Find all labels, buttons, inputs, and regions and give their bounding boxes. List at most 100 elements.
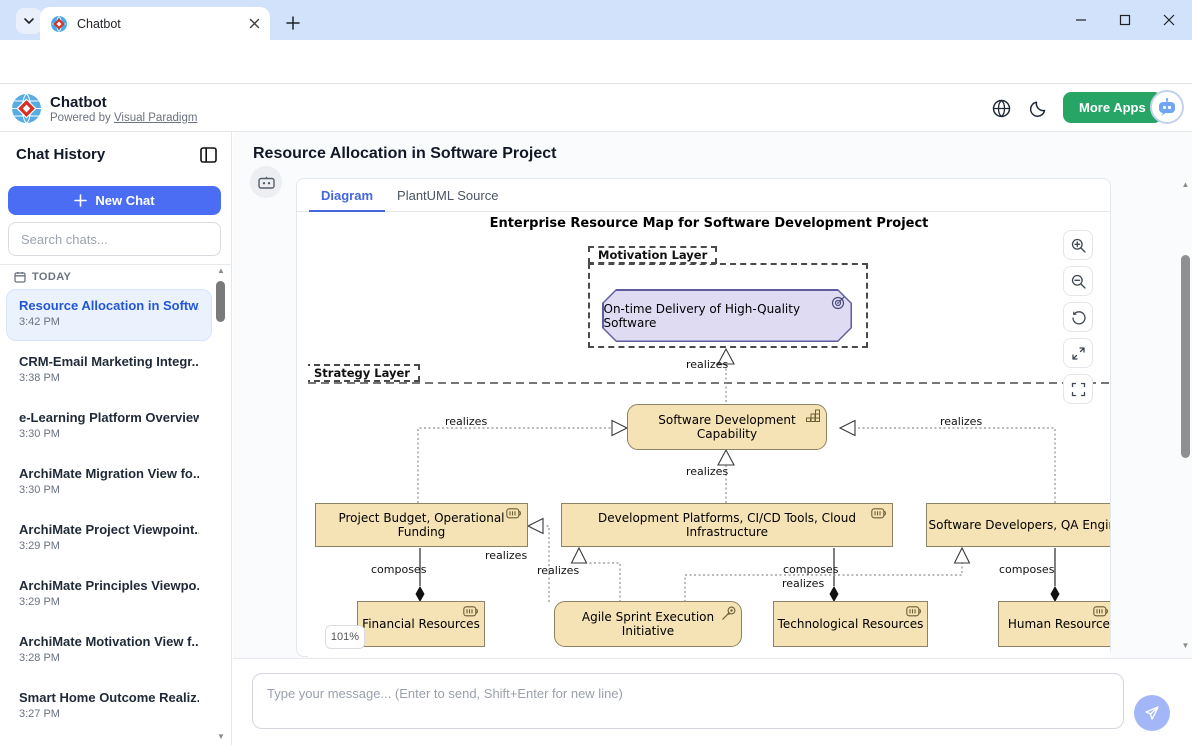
- sidebar: Chat History New Chat TODAY Resource All…: [0, 132, 232, 745]
- chat-item[interactable]: ArchiMate Motivation View f... 3:28 PM: [19, 634, 199, 664]
- sidebar-divider: [0, 264, 232, 265]
- node-human: Human Resources: [998, 601, 1110, 647]
- reset-view-button[interactable]: [1063, 302, 1093, 332]
- edge-label-composes: composes: [371, 563, 427, 576]
- chat-item[interactable]: ArchiMate Project Viewpoint... 3:29 PM: [19, 522, 199, 552]
- minimize-icon: [1076, 19, 1086, 21]
- node-technological: Technological Resources: [773, 601, 928, 647]
- sidebar-scroll-down[interactable]: ▼: [217, 732, 225, 741]
- language-button[interactable]: [990, 97, 1012, 119]
- dark-mode-button[interactable]: [1027, 97, 1049, 119]
- chat-scrollbar-thumb[interactable]: [1181, 255, 1190, 458]
- edge-label-realizes: realizes: [686, 465, 729, 478]
- node-platforms: Development Platforms, CI/CD Tools, Clou…: [561, 503, 893, 547]
- edge-label-composes: composes: [999, 563, 1055, 576]
- window-minimize-button[interactable]: [1058, 0, 1104, 40]
- chat-item[interactable]: e-Learning Platform Overview 3:30 PM: [19, 410, 199, 440]
- edge-label-realizes: realizes: [485, 549, 528, 562]
- edge-label-realizes: realizes: [537, 564, 580, 577]
- resource-icon: [463, 606, 478, 617]
- window-maximize-button[interactable]: [1102, 0, 1148, 40]
- message-card: Diagram PlantUML Source Enterprise Resou…: [296, 178, 1111, 657]
- chat-scrollbar[interactable]: ▲ ▼: [1179, 178, 1192, 656]
- browser-toolbar: ai-toolbox.visual-paradigm.com/app/chatb…: [0, 40, 1192, 118]
- chat-item[interactable]: ArchiMate Migration View fo... 3:30 PM: [19, 466, 199, 496]
- goal-icon: [831, 295, 845, 309]
- node-budget: Project Budget, Operational Funding: [315, 503, 528, 547]
- tab-plantuml-source[interactable]: PlantUML Source: [397, 187, 499, 203]
- edge-label-composes: composes: [783, 563, 839, 576]
- zoom-in-button[interactable]: [1063, 230, 1093, 260]
- diagram-connectors: [308, 347, 1110, 602]
- resource-icon: [1093, 606, 1108, 617]
- reset-icon: [1071, 310, 1086, 324]
- page-title: Resource Allocation in Software Project: [253, 145, 557, 162]
- app-header: Chatbot Powered by Visual Paradigm More …: [0, 84, 1192, 132]
- close-icon: [1163, 14, 1175, 26]
- chat-item[interactable]: ArchiMate Principles Viewpo... 3:29 PM: [19, 578, 199, 608]
- node-goal: On-time Delivery of High-Quality Softwar…: [602, 289, 852, 342]
- chevron-down-icon: [24, 18, 34, 25]
- motivation-layer-label: Motivation Layer: [588, 246, 718, 264]
- more-apps-button[interactable]: More Apps: [1063, 92, 1162, 123]
- edge-label-realizes: realizes: [445, 415, 488, 428]
- browser-titlebar: Chatbot: [0, 0, 1192, 40]
- robot-chat-icon: [1159, 98, 1175, 116]
- tab-search-button[interactable]: [16, 8, 42, 34]
- robot-icon: [257, 176, 275, 189]
- node-capability: Software Development Capability: [627, 404, 827, 450]
- send-icon: [1145, 706, 1159, 720]
- diagram-title: Enterprise Resource Map for Software Dev…: [489, 216, 929, 231]
- fit-to-screen-button[interactable]: [1063, 374, 1093, 404]
- new-chat-button[interactable]: New Chat: [8, 186, 221, 215]
- course-of-action-icon: [722, 606, 736, 620]
- chat-item[interactable]: CRM-Email Marketing Integr... 3:38 PM: [19, 354, 199, 384]
- edge-label-realizes: realizes: [686, 358, 729, 371]
- window-close-button[interactable]: [1146, 0, 1192, 40]
- tab-row: Diagram PlantUML Source: [297, 179, 1110, 212]
- search-chats-input[interactable]: [8, 222, 221, 256]
- resource-icon: [906, 606, 921, 617]
- chat-scroll-down[interactable]: ▼: [1181, 641, 1190, 650]
- expand-icon: [1071, 346, 1085, 360]
- capability-icon: [806, 409, 820, 422]
- powered-by: Powered by Visual Paradigm: [50, 112, 198, 124]
- fit-frame-icon: [1071, 382, 1085, 396]
- favicon-visual-paradigm: [51, 15, 67, 32]
- diagram-viewport: Enterprise Resource Map for Software Dev…: [308, 212, 1110, 657]
- main-area: Resource Allocation in Software Project …: [233, 132, 1192, 745]
- motivation-layer-group: [588, 263, 868, 348]
- visual-paradigm-link[interactable]: Visual Paradigm: [113, 112, 198, 124]
- active-tab-underline: [309, 210, 385, 212]
- panel-toggle-icon: [199, 147, 217, 163]
- node-developers: Software Developers, QA Engine: [926, 503, 1110, 547]
- tab-diagram[interactable]: Diagram: [321, 187, 374, 203]
- message-input[interactable]: [252, 673, 1124, 729]
- strategy-layer-label: Strategy Layer: [308, 364, 420, 382]
- send-button[interactable]: [1134, 695, 1170, 731]
- chat-scroll-up[interactable]: ▲: [1181, 180, 1190, 189]
- tab-close-icon[interactable]: [249, 18, 260, 29]
- edge-label-realizes: realizes: [782, 577, 825, 590]
- calendar-icon: [14, 272, 26, 283]
- resource-icon: [506, 508, 521, 519]
- zoom-out-icon: [1071, 274, 1086, 289]
- tab-title: Chatbot: [77, 16, 121, 31]
- chatbot-avatar-button[interactable]: [1150, 90, 1184, 124]
- visual-paradigm-logo: [12, 93, 41, 124]
- plus-icon: [286, 16, 300, 30]
- browser-tab[interactable]: Chatbot: [40, 7, 270, 40]
- bot-message-avatar: [250, 166, 282, 198]
- chat-item[interactable]: Smart Home Outcome Realiz... 3:27 PM: [19, 690, 199, 720]
- chat-item[interactable]: Resource Allocation in Softw... 3:42 PM: [6, 289, 212, 341]
- sidebar-scroll-up[interactable]: ▲: [217, 266, 225, 275]
- resource-icon: [871, 508, 886, 519]
- zoom-out-button[interactable]: [1063, 266, 1093, 296]
- node-financial: Financial Resources: [357, 601, 485, 647]
- collapse-sidebar-button[interactable]: [198, 145, 218, 165]
- fullscreen-button[interactable]: [1063, 338, 1093, 368]
- chat-history-list: Resource Allocation in Softw... 3:42 PM …: [6, 289, 212, 737]
- sidebar-scrollbar-thumb[interactable]: [216, 281, 225, 322]
- new-tab-button[interactable]: [280, 10, 306, 36]
- node-agile-initiative: Agile Sprint Execution Initiative: [554, 601, 742, 647]
